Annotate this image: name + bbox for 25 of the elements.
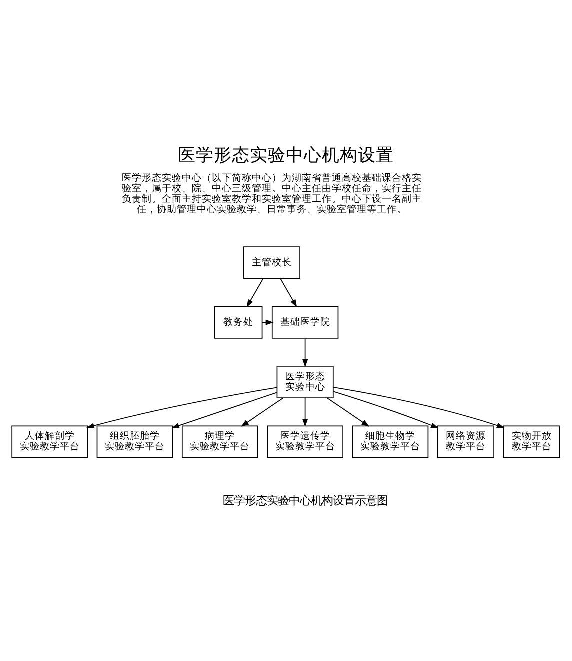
arrow (172, 392, 278, 428)
node-box: 人体解剖学实验教学平台 (12, 426, 88, 458)
arrow (333, 387, 505, 428)
node-box: 病理学实验教学平台 (182, 426, 258, 458)
arrow (241, 398, 284, 427)
arrow (327, 398, 370, 427)
node-box: 主管校长 (243, 246, 300, 280)
caption: 医学形态实验中心机构设置示意图 (222, 494, 388, 508)
node-box: 医学遗传学实验教学平台 (267, 426, 344, 458)
arrow (246, 278, 264, 308)
node-box: 细胞生物学实验教学平台 (352, 426, 429, 458)
arrow (333, 391, 439, 428)
diagram-title: 医学形态实验中心机构设置 (178, 146, 394, 166)
node-box: 医学形态实验中心 (276, 366, 334, 399)
arrow (302, 398, 308, 428)
label: 医学形态实验中心（以下简称中心）为湖南省普通高校基础课合格实验室，属于校、院、中心三级管理。中心主任由学校任命，实行主任负责制。全面主持实验室教学和实验室管理工作。中心下设一名副主任，协助管理中心实验教学、日常事务、实验室管理等工作。 (122, 173, 422, 216)
arrow (302, 338, 308, 368)
node-box: 教务处 (214, 306, 263, 339)
node-box: 基础医学院 (272, 306, 339, 339)
arrow (280, 278, 298, 308)
node-box: 实物开放教学平台 (503, 426, 560, 458)
node-box: 组织胚胎学实验教学平台 (96, 426, 174, 458)
arrow (86, 387, 278, 429)
node-box: 网络资源教学平台 (437, 426, 494, 458)
arrow (262, 320, 274, 326)
